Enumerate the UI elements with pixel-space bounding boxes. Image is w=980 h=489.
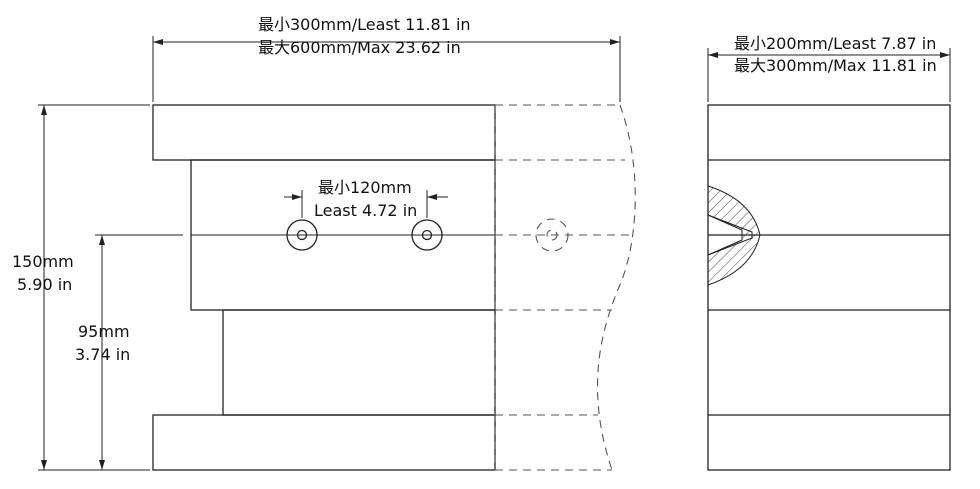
front-view [152, 104, 496, 471]
center-height-label-line2: 3.74 in [75, 345, 130, 364]
bottom-block [152, 414, 496, 471]
dimension-total-height [38, 104, 150, 471]
hole-spacing-label-line2: Least 4.72 in [314, 201, 417, 220]
dimension-side-width [707, 48, 951, 102]
top-block [152, 104, 496, 161]
center-height-label-line1: 95mm [78, 322, 130, 341]
hole-left [286, 219, 318, 251]
dimension-hole-spacing [284, 190, 448, 218]
total-height-label-line1: 150mm [12, 252, 74, 271]
hatched-section [707, 185, 761, 286]
front-width-label-line2: 最大600mm/Max 23.62 in [258, 38, 461, 57]
dimension-front-width [152, 36, 621, 102]
hole-spacing-label-line1: 最小120mm [318, 178, 412, 197]
side-width-label-line2: 最大300mm/Max 11.81 in [734, 56, 937, 75]
web-block [222, 309, 496, 416]
hole-right [411, 219, 443, 251]
front-width-label-line1: 最小300mm/Least 11.81 in [258, 15, 471, 34]
total-height-label-line2: 5.90 in [17, 275, 72, 294]
side-view [707, 104, 951, 471]
dashed-hole [535, 218, 569, 252]
broken-extension [494, 104, 636, 471]
side-width-label-line1: 最小200mm/Least 7.87 in [734, 34, 936, 53]
dimension-center-height [95, 234, 183, 470]
